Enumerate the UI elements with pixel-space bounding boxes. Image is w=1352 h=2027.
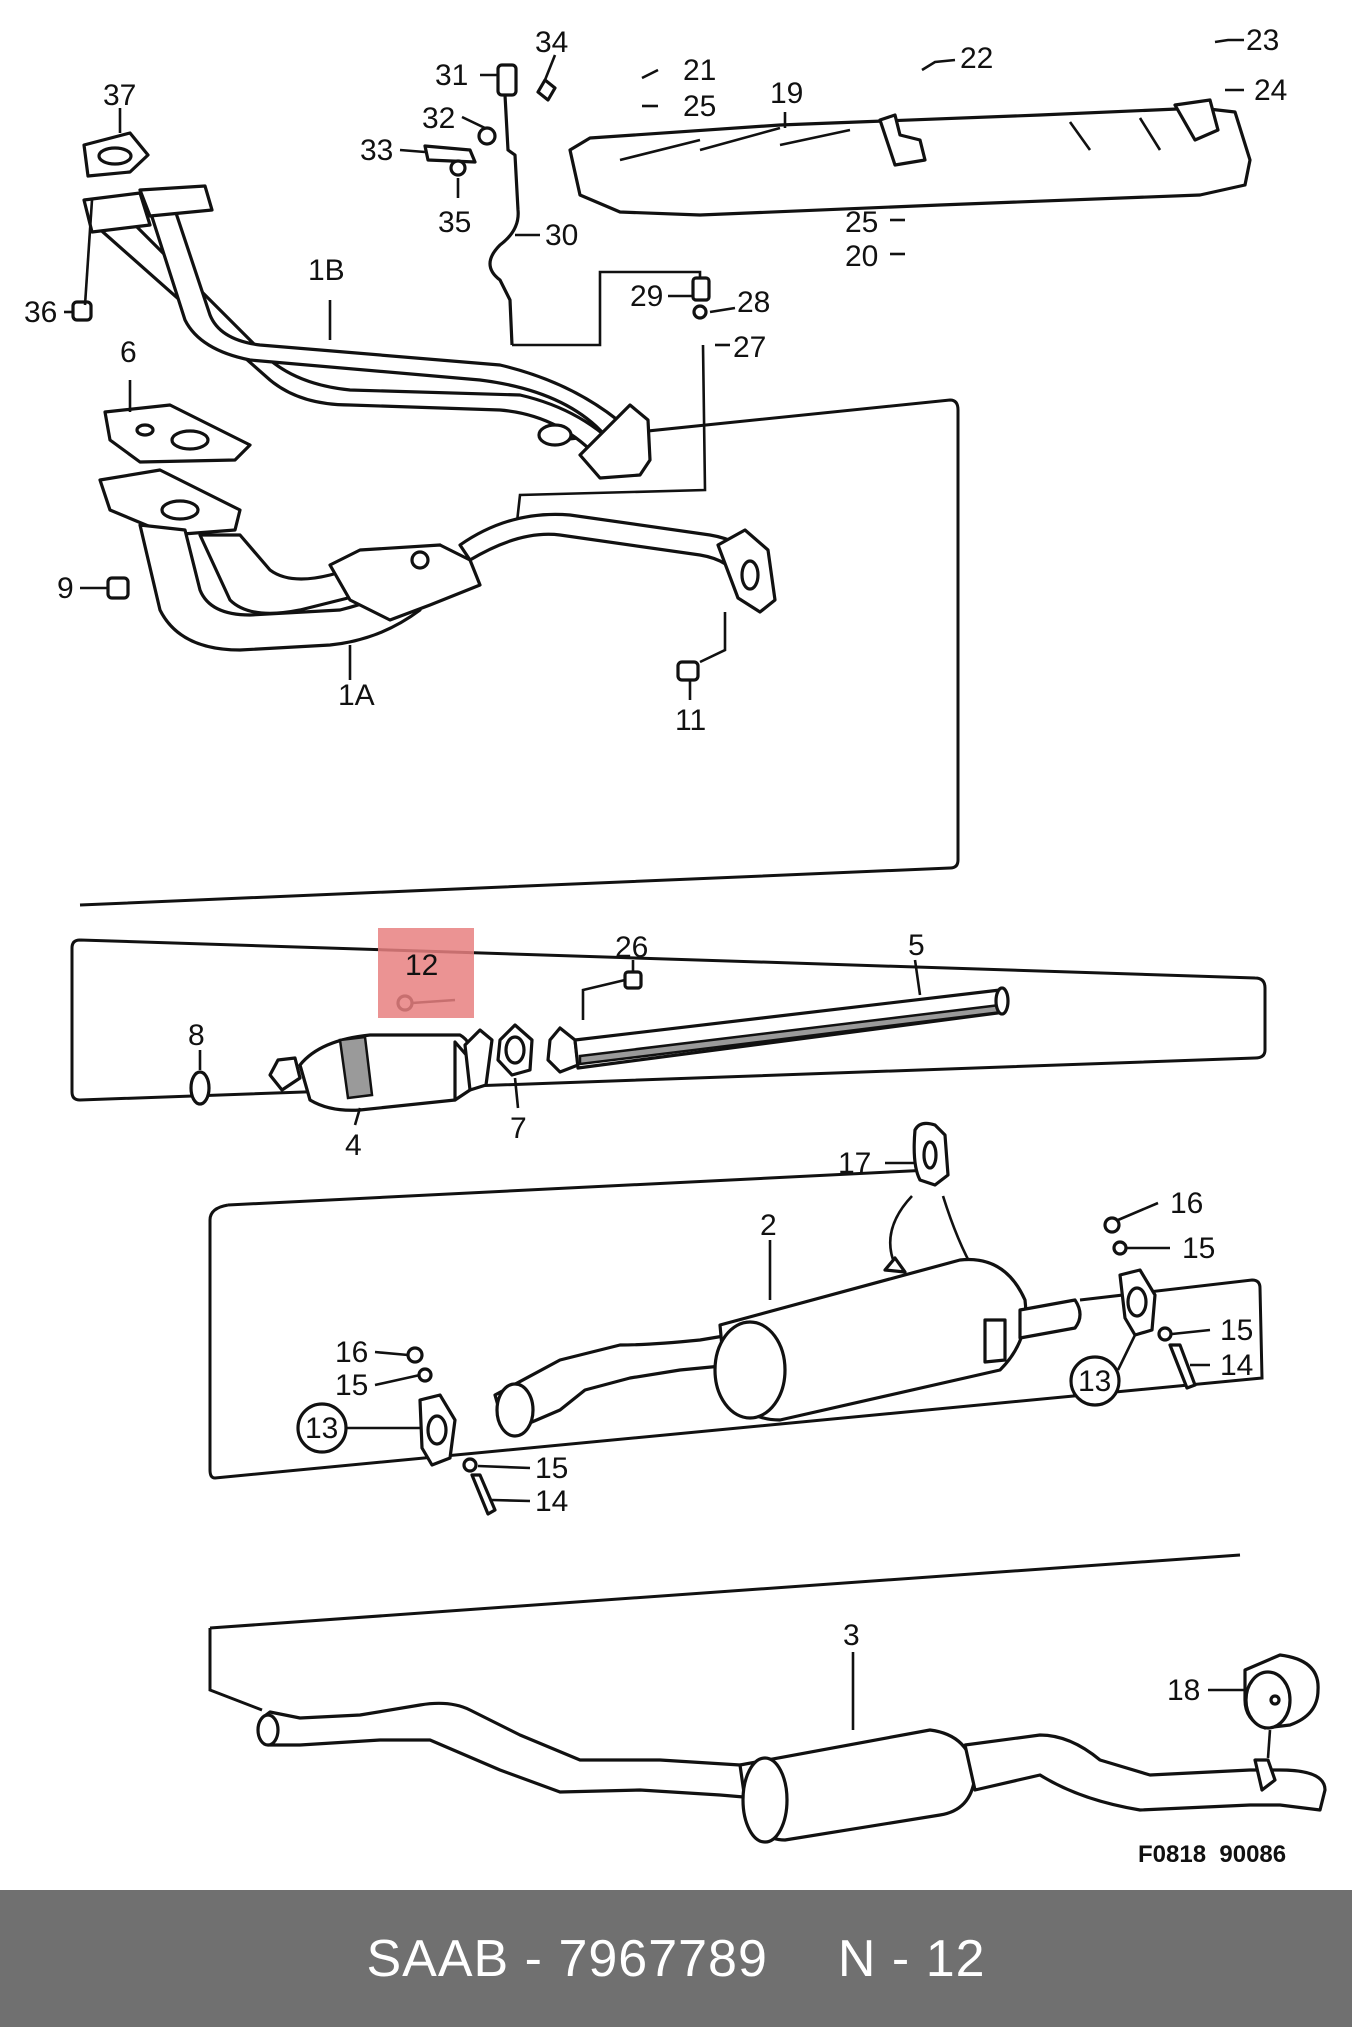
drawing-code: F0818 90086: [1138, 1841, 1286, 1868]
part-labels: 37 36 31 34 32 33 35 30 1B 21 25 19 22 2…: [24, 24, 1287, 1868]
label-1a: 1A: [338, 679, 375, 712]
label-20: 20: [845, 240, 878, 273]
nut-11: [676, 660, 700, 682]
downpipe-1b: [82, 184, 652, 480]
label-14a: 14: [535, 1485, 568, 1518]
label-16a: 16: [335, 1336, 368, 1369]
nut-9: [106, 576, 130, 600]
part-number: 7967789: [558, 1929, 768, 1988]
label-25b: 25: [845, 206, 878, 239]
oxygen-sensor-30: [423, 63, 711, 541]
rubber-hanger-17: [888, 1121, 982, 1281]
label-16b: 16: [1170, 1187, 1203, 1220]
downpipe-1a: [98, 468, 777, 652]
label-24: 24: [1254, 74, 1287, 107]
label-21: 21: [683, 54, 716, 87]
label-32: 32: [422, 102, 455, 135]
label-19: 19: [770, 77, 803, 110]
bracket-callout-circles: [296, 1355, 1121, 1454]
label-22: 22: [960, 42, 993, 75]
section-frame-rear-muffler: [208, 1553, 1241, 1712]
bracket-13-left: [406, 1346, 497, 1516]
label-26: 26: [615, 931, 648, 964]
brand-name: SAAB: [366, 1929, 510, 1988]
label-2: 2: [760, 1209, 777, 1242]
label-4: 4: [345, 1129, 362, 1162]
label-11: 11: [675, 704, 706, 737]
label-18: 18: [1167, 1674, 1200, 1707]
label-28: 28: [737, 286, 770, 319]
ref-prefix: N: [837, 1929, 877, 1988]
label-31: 31: [435, 59, 468, 92]
label-37: 37: [103, 79, 136, 112]
section-frame-catalyst: [70, 938, 1267, 1102]
intermediate-pipe-5: [546, 986, 1010, 1074]
separator-dash-2: -: [891, 1929, 911, 1988]
rubber-mount-18: [1243, 1653, 1320, 1730]
nut-36: [71, 300, 93, 322]
label-3: 3: [843, 1619, 860, 1652]
label-7: 7: [510, 1112, 527, 1145]
label-13a: 13: [305, 1412, 338, 1445]
label-27: 27: [733, 331, 766, 364]
label-30: 30: [545, 219, 578, 252]
label-25a: 25: [683, 90, 716, 123]
label-13b: 13: [1078, 1365, 1111, 1398]
label-6: 6: [120, 336, 137, 369]
washer-8: [189, 1070, 211, 1106]
rear-muffler-3: [256, 1701, 1327, 1844]
label-12: 12: [405, 949, 438, 982]
flange-gasket-37: [82, 131, 150, 178]
label-15b: 15: [535, 1452, 568, 1485]
highlight-box-12: [378, 928, 474, 1018]
ref-number: 12: [925, 1929, 986, 1988]
label-15c: 15: [1182, 1232, 1215, 1265]
label-8: 8: [188, 1019, 205, 1052]
label-15a: 15: [335, 1369, 368, 1402]
leader-lines: [64, 38, 1272, 1759]
label-9: 9: [57, 572, 74, 605]
label-34: 34: [535, 26, 568, 59]
label-17: 17: [838, 1147, 871, 1180]
label-1b: 1B: [308, 254, 345, 287]
separator-dash: -: [524, 1929, 543, 1988]
label-5: 5: [908, 929, 925, 962]
part-info-footer: SAAB - 7967789 N - 12: [0, 1890, 1352, 2027]
section-frame-front-muffler: [208, 1168, 1264, 1480]
heat-shield-19: [568, 98, 1252, 217]
exhaust-system-diagram: 37 36 31 34 32 33 35 30 1B 21 25 19 22 2…: [24, 24, 1327, 1868]
front-muffler-2: [493, 1256, 1082, 1438]
label-29: 29: [630, 280, 663, 313]
label-35: 35: [438, 206, 471, 239]
label-23: 23: [1246, 24, 1279, 57]
flange-gasket-6: [103, 403, 252, 464]
label-33: 33: [360, 134, 393, 167]
section-frame-top: [79, 398, 960, 907]
catalytic-converter-4: [268, 1028, 494, 1112]
label-15d: 15: [1220, 1314, 1253, 1347]
bracket-13-right: [1103, 1216, 1197, 1390]
nut-26: [623, 970, 643, 990]
label-36: 36: [24, 296, 57, 329]
label-14b: 14: [1220, 1349, 1253, 1382]
flange-gasket-7: [496, 1023, 534, 1077]
